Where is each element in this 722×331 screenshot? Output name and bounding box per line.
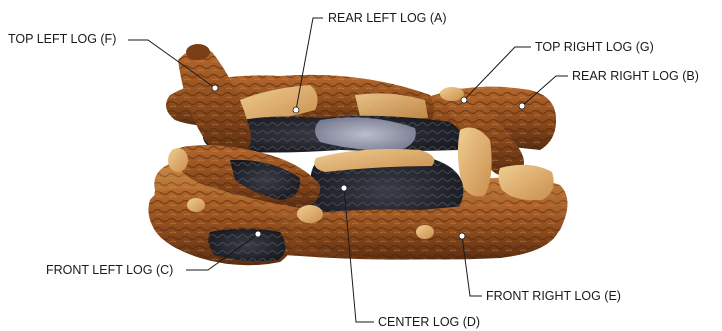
log-set-artwork: [148, 44, 567, 265]
marker-rear-right-log: [519, 103, 525, 109]
label-top-right-log: TOP RIGHT LOG (G): [535, 40, 654, 54]
label-top-left-log: TOP LEFT LOG (F): [8, 32, 116, 46]
label-rear-left-log: REAR LEFT LOG (A): [328, 11, 447, 25]
label-rear-right-log: REAR RIGHT LOG (B): [572, 69, 699, 83]
label-front-right-log: FRONT RIGHT LOG (E): [486, 289, 621, 303]
marker-front-right-log: [459, 233, 465, 239]
marker-top-right-log: [461, 97, 467, 103]
marker-front-left-log: [255, 231, 261, 237]
marker-rear-left-log: [293, 107, 299, 113]
marker-top-left-log: [212, 85, 218, 91]
marker-center-log: [341, 185, 347, 191]
label-center-log: CENTER LOG (D): [378, 315, 480, 329]
label-front-left-log: FRONT LEFT LOG (C): [46, 263, 173, 277]
